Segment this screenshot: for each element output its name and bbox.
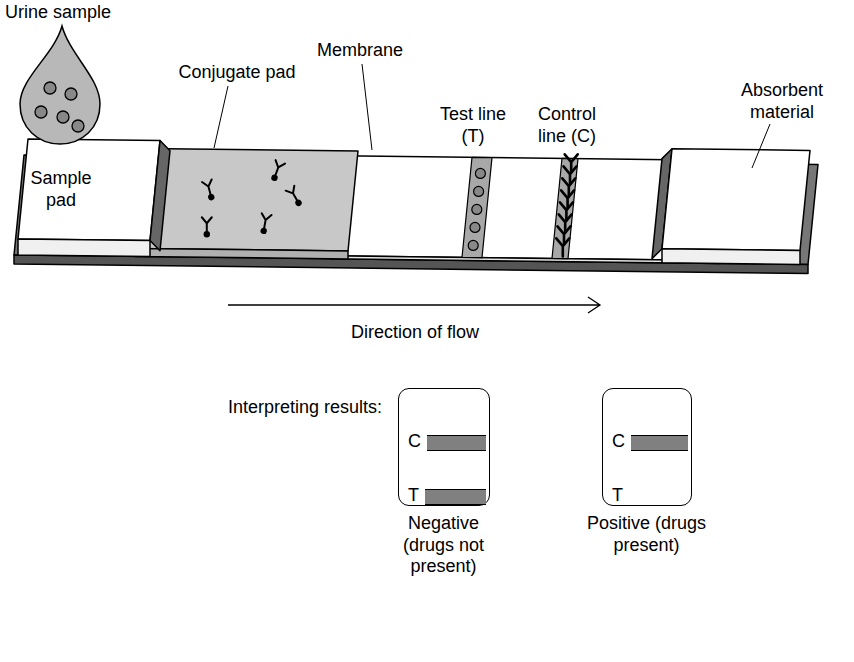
drug-molecule (57, 111, 69, 123)
leader-line (214, 86, 228, 148)
antibody-symbol (258, 213, 271, 235)
result-band (427, 435, 486, 451)
part-label: Membrane (300, 40, 420, 62)
arrow-label: Direction of flow (330, 322, 500, 344)
result-cassette: CTPositive (drugs present) (602, 388, 692, 506)
drug-molecule (72, 120, 84, 132)
line-letter: T (612, 485, 623, 507)
leader-line (752, 124, 770, 168)
result-cassette: CTNegative (drugs not present) (398, 388, 490, 506)
antigen-dot (475, 168, 485, 178)
part-label: Control line (C) (522, 104, 612, 147)
antigen-dot (474, 186, 484, 196)
drug-molecule (65, 88, 77, 100)
part-label: Sample pad (26, 168, 96, 211)
result-caption: Negative (drugs not present) (382, 513, 506, 578)
line-letter: C (612, 431, 625, 453)
flow-arrow (228, 297, 600, 313)
sample-pad-end (150, 141, 170, 251)
result-caption: Positive (drugs present) (585, 513, 709, 556)
antibody-symbol (565, 154, 578, 172)
line-letter: T (408, 485, 419, 507)
drug-molecule (44, 82, 56, 94)
part-label: Conjugate pad (172, 62, 302, 84)
drug-molecule (35, 106, 47, 118)
test-line (462, 157, 492, 257)
antigen-dot (470, 222, 480, 232)
control-line (552, 158, 578, 258)
absorbent-pad-edge (662, 249, 800, 265)
conjugate-pad-edge (135, 248, 348, 259)
antibody-symbol (269, 160, 285, 182)
absorbent-pad (662, 149, 810, 251)
part-label: Test line (T) (430, 104, 516, 147)
sample-pad (18, 139, 160, 241)
result-band (425, 489, 486, 505)
legend-heading: Interpreting results: (170, 397, 382, 419)
antigen-dot (472, 204, 482, 214)
antibody-symbol (202, 179, 217, 201)
antibody-symbol (286, 186, 305, 208)
antigen-dot (468, 240, 478, 250)
line-letter: C (408, 431, 421, 453)
leader-line (362, 64, 372, 150)
part-label: Urine sample (5, 2, 145, 24)
part-label: Absorbent material (720, 80, 844, 123)
result-band (631, 435, 688, 451)
sample-pad-edge (18, 239, 150, 257)
urine-drop (20, 26, 100, 144)
antibody-symbol (202, 217, 212, 237)
